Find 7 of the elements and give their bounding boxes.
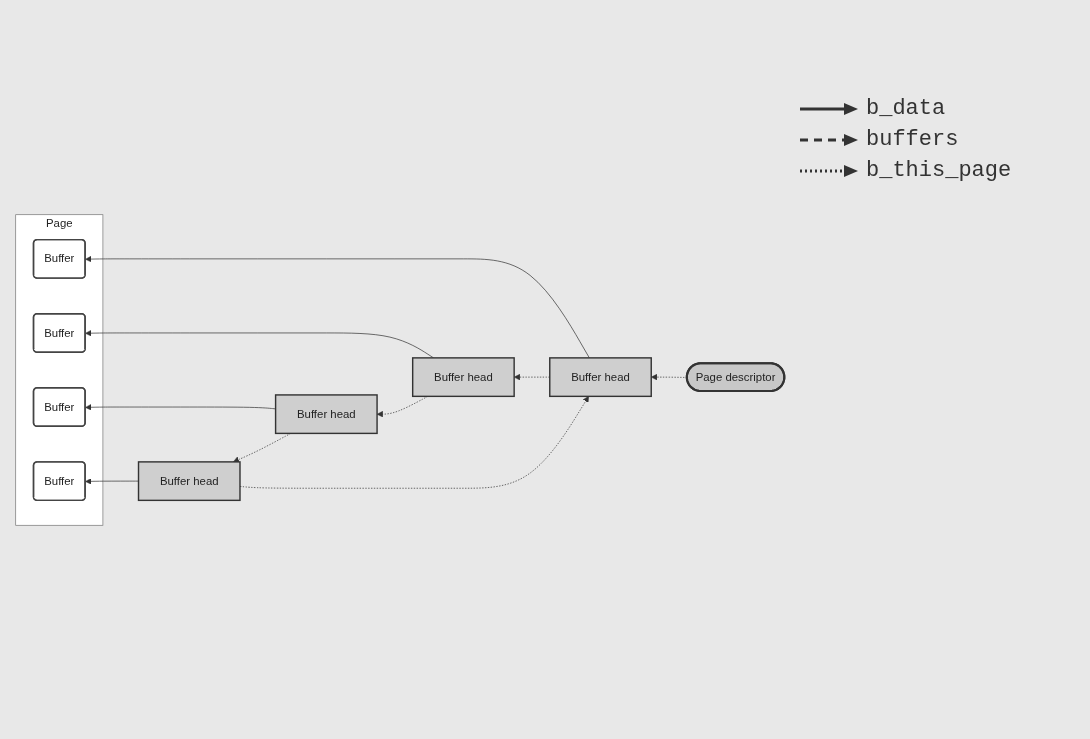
node-box: Buffer head xyxy=(274,393,378,434)
legend-text: b_this_page xyxy=(866,158,1012,183)
legend-text: b_data xyxy=(866,96,946,121)
node-box: Buffer head xyxy=(137,460,241,501)
node-box: Buffer head xyxy=(549,356,652,397)
legend-text: buffers xyxy=(866,127,959,152)
node-box: Buffer head xyxy=(411,356,515,397)
